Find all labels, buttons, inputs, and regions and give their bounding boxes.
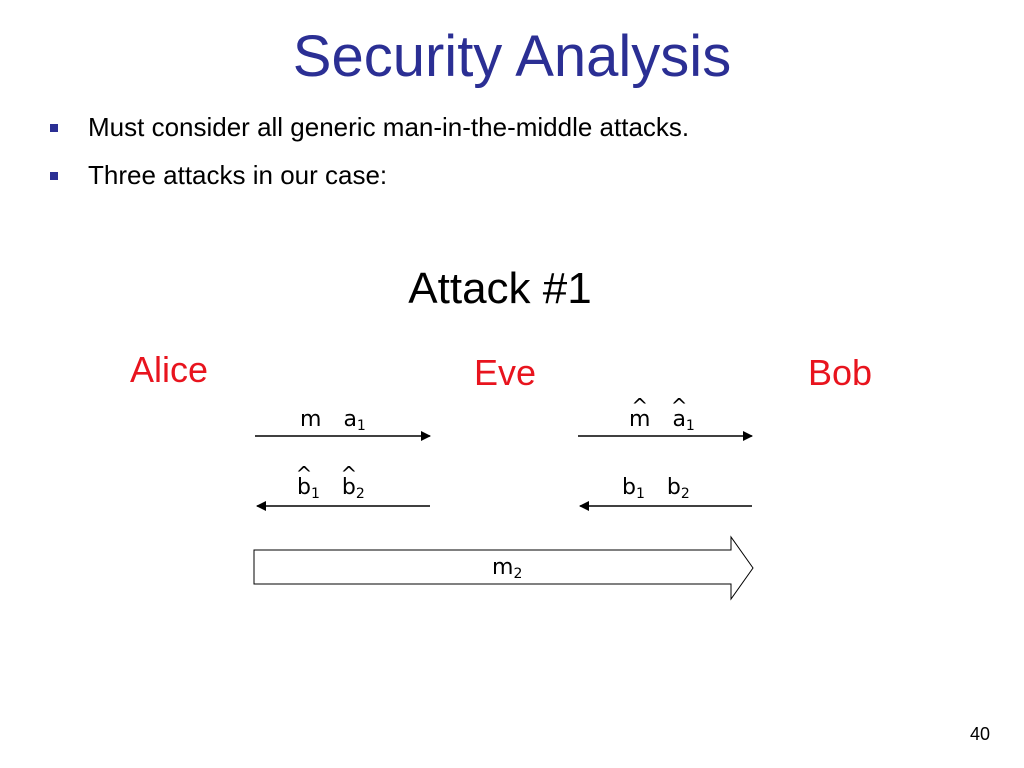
page-number: 40 — [969, 724, 990, 744]
bullet-item: Three attacks in our case: — [50, 160, 689, 190]
bullet-list: Must consider all generic man-in-the-mid… — [50, 112, 689, 208]
message-alice-to-bob-direct: m2 — [492, 555, 523, 582]
block-arrow-alice-to-bob — [253, 535, 754, 601]
party-bob: Bob — [808, 352, 873, 393]
party-alice: Alice — [130, 349, 209, 390]
bullet-text: Three attacks in our case: — [88, 160, 388, 190]
square-bullet-icon — [50, 124, 58, 132]
slide-title: Security Analysis — [292, 24, 732, 89]
party-eve: Eve — [474, 352, 537, 393]
square-bullet-icon — [50, 172, 58, 180]
attack-heading: Attack #1 — [408, 264, 592, 313]
bullet-item: Must consider all generic man-in-the-mid… — [50, 112, 689, 142]
bullet-text: Must consider all generic man-in-the-mid… — [88, 112, 690, 142]
message-eve-to-bob: ma1 — [629, 406, 695, 440]
